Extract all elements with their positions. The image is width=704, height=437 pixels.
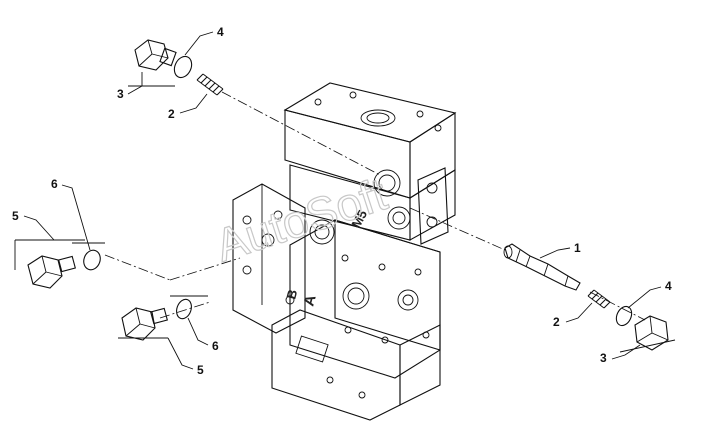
callout-5-left: 5 [12,209,19,223]
callout-3-top: 3 [117,87,124,101]
part-4-o-ring-right [615,305,633,327]
valve-body [232,82,457,421]
callout-6-left: 6 [51,177,58,191]
part-5-plug-left [27,255,76,289]
callout-2-top: 2 [168,107,175,121]
callout-4-right: 4 [665,279,672,293]
part-3-hex-plug-right [634,315,669,351]
part-3-hex-plug-top [134,39,177,71]
casting-mark-m5: M5 [348,207,370,230]
part-5-plug-bottom [121,307,168,341]
casting-mark-port-a: A [300,293,319,308]
callout-2-right: 2 [553,315,560,329]
callout-1: 1 [574,241,581,255]
casting-mark-port-b: B [283,288,300,301]
part-6-o-ring-bottom [176,298,192,320]
callout-5-bottom: 5 [197,363,204,377]
part-4-o-ring-top [173,55,193,79]
part-2-spring-right [587,289,611,309]
callout-3-right: 3 [600,351,607,365]
part-6-o-ring-left [83,249,101,271]
watermark: AutoSoft [209,167,393,271]
callout-6-bottom: 6 [212,339,219,353]
assembly-centerlines [104,91,646,321]
callout-leaders [14,31,676,370]
part-2-spring-top [196,73,224,96]
part-1-valve-cartridge [503,243,581,291]
callout-4-top: 4 [217,25,224,39]
